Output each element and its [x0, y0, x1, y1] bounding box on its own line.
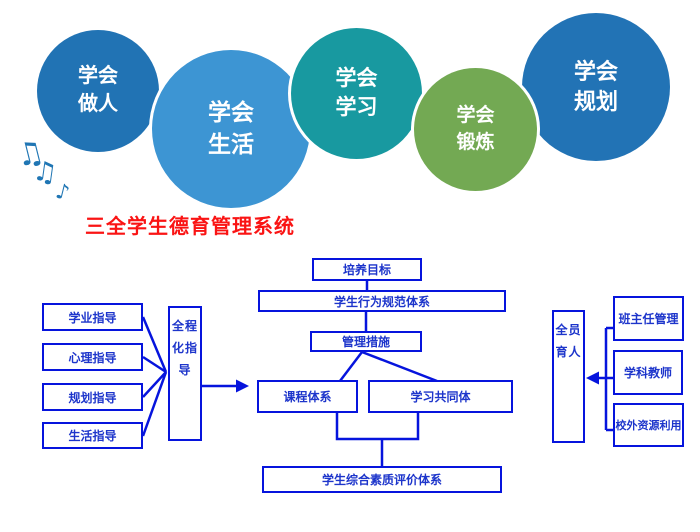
music-notes-icon: ♫	[30, 155, 60, 190]
circle-label: 学会锻炼	[456, 105, 495, 153]
box-head-teacher-management: 班主任管理	[613, 296, 684, 341]
box-learning-community: 学习共同体	[368, 380, 513, 413]
box-behavior-norm-system: 学生行为规范体系	[258, 290, 506, 312]
box-student-evaluation-system: 学生综合素质评价体系	[262, 466, 502, 493]
arrow-left-head	[586, 371, 599, 385]
box-subject-teachers: 学科教师	[613, 350, 683, 395]
box-training-goal: 培养目标	[312, 258, 422, 281]
box-management-measures: 管理措施	[310, 331, 422, 352]
box-psychological-guidance: 心理指导	[42, 343, 143, 371]
box-whole-process-guidance: 全程化指导	[168, 306, 202, 441]
circle-xuehui-xuexi: 学会学习	[291, 28, 422, 159]
box-curriculum-system: 课程体系	[257, 380, 358, 413]
circle-label: 学会规划	[573, 58, 618, 114]
box-external-resources: 校外资源利用	[613, 403, 684, 447]
circle-xuehui-zuoren: 学会做人	[37, 30, 159, 152]
circle-xuehui-shenghuo: 学会生活	[152, 50, 310, 208]
box-academic-guidance: 学业指导	[42, 303, 143, 331]
page-title: 三全学生德育管理系统	[85, 216, 295, 238]
circle-label: 学会生活	[208, 99, 254, 157]
circle-xuehui-guihua: 学会规划	[522, 13, 670, 161]
box-planning-guidance: 规划指导	[42, 383, 143, 411]
circle-label: 学会做人	[78, 65, 118, 115]
circle-xuehui-duanlian: 学会锻炼	[414, 68, 537, 191]
box-life-guidance: 生活指导	[42, 422, 143, 449]
circle-label: 学会学习	[335, 66, 378, 119]
arrow-right-head	[236, 379, 249, 393]
box-all-staff-education: 全员育人	[552, 310, 585, 443]
